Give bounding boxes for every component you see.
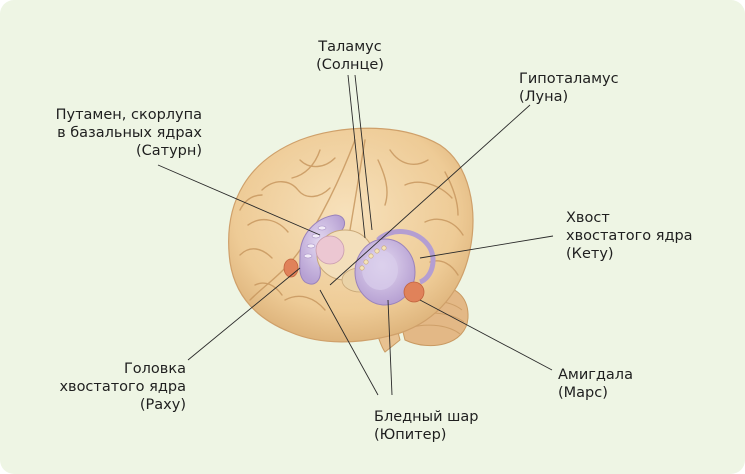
- hypothalamus-shape: [315, 235, 345, 265]
- leader-lines: [157, 74, 554, 396]
- label-thalamus: Таламус (Солнце): [316, 39, 384, 73]
- label-caudate-head: Головка хвостатого ядра (Раху): [59, 361, 186, 413]
- label-globus-pallidus: Бледный шар (Юпитер): [374, 409, 479, 443]
- label-hypothalamus: Гипоталамус (Луна): [519, 71, 619, 105]
- label-caudate-tail: Хвост хвостатого ядра (Кету): [566, 210, 693, 262]
- label-amygdala: Амигдала (Марс): [558, 367, 633, 401]
- caudate-head-shape: [283, 258, 299, 278]
- label-putamen: Путамен, скорлупа в базальных ядрах (Сат…: [55, 107, 202, 159]
- amygdala-shape: [403, 281, 425, 303]
- caudate-tail-shape: [376, 229, 436, 285]
